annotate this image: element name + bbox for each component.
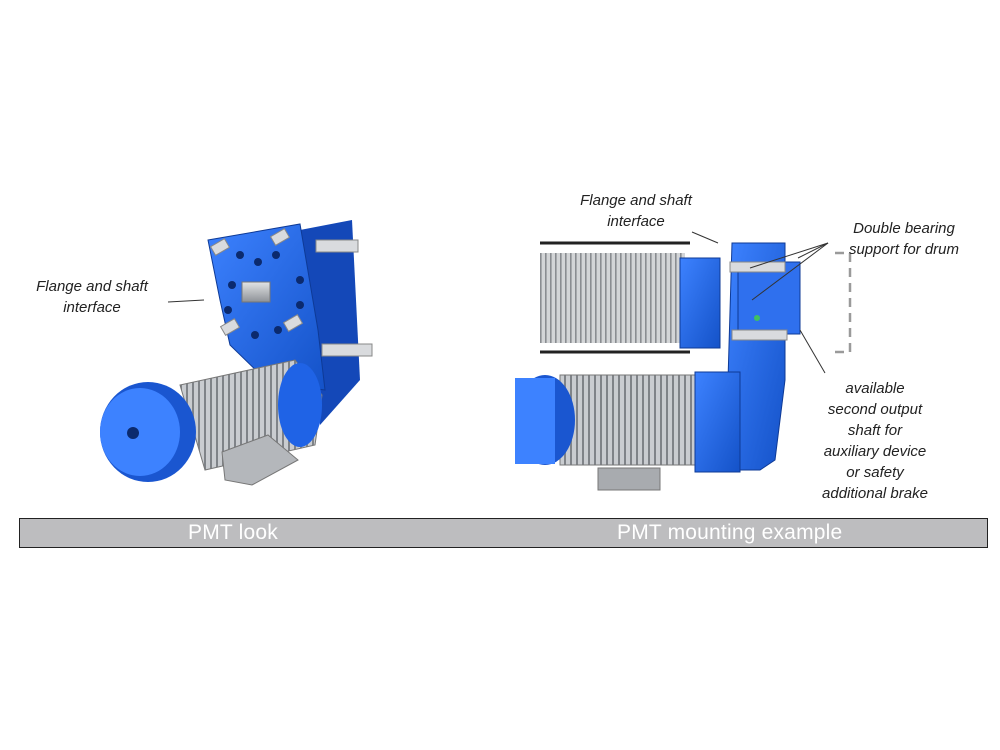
aux-output-outline — [835, 251, 852, 354]
terminal-box — [221, 434, 299, 486]
callout-line: interface — [63, 299, 121, 316]
pmt-gearmotor-left — [100, 220, 373, 486]
callout-line: Flange and shaft — [580, 192, 692, 209]
caption-bar: PMT look PMT mounting example — [19, 518, 988, 548]
caption-right: PMT mounting example — [617, 521, 843, 544]
callout-line: Flange and shaft — [36, 278, 148, 295]
motor-adapter — [278, 363, 322, 447]
rope-drum — [540, 253, 685, 343]
motor-adapter — [694, 371, 741, 473]
callout-line: Double bearing — [853, 220, 955, 237]
leader-lines-right — [691, 231, 829, 374]
callout-line: second output — [827, 401, 923, 418]
motor-housing — [559, 374, 696, 466]
callout-flange-right: Flange and shaft interface — [566, 190, 706, 232]
drum-flange — [679, 257, 721, 349]
callout-double-bearing: Double bearing support for drum — [834, 218, 974, 260]
callout-flange-left: Flange and shaft interface — [22, 276, 162, 318]
flange-holes — [224, 251, 304, 339]
callout-line: available — [845, 380, 905, 397]
output-shaft — [241, 281, 271, 303]
bearing-support — [737, 261, 801, 335]
callout-second-output: available second output shaft for auxili… — [804, 378, 946, 504]
leader-line-left — [167, 299, 205, 303]
callout-line: or safety — [846, 464, 904, 481]
callout-line: shaft for — [847, 422, 903, 439]
callout-line: auxiliary device — [823, 443, 927, 460]
callout-line: interface — [607, 213, 665, 230]
callout-line: support for drum — [848, 241, 960, 258]
callout-line: additional brake — [822, 485, 928, 502]
caption-left: PMT look — [188, 521, 278, 544]
pmt-mounting-right — [515, 241, 852, 491]
mounting-lugs — [209, 227, 373, 357]
terminal-box — [597, 467, 661, 491]
